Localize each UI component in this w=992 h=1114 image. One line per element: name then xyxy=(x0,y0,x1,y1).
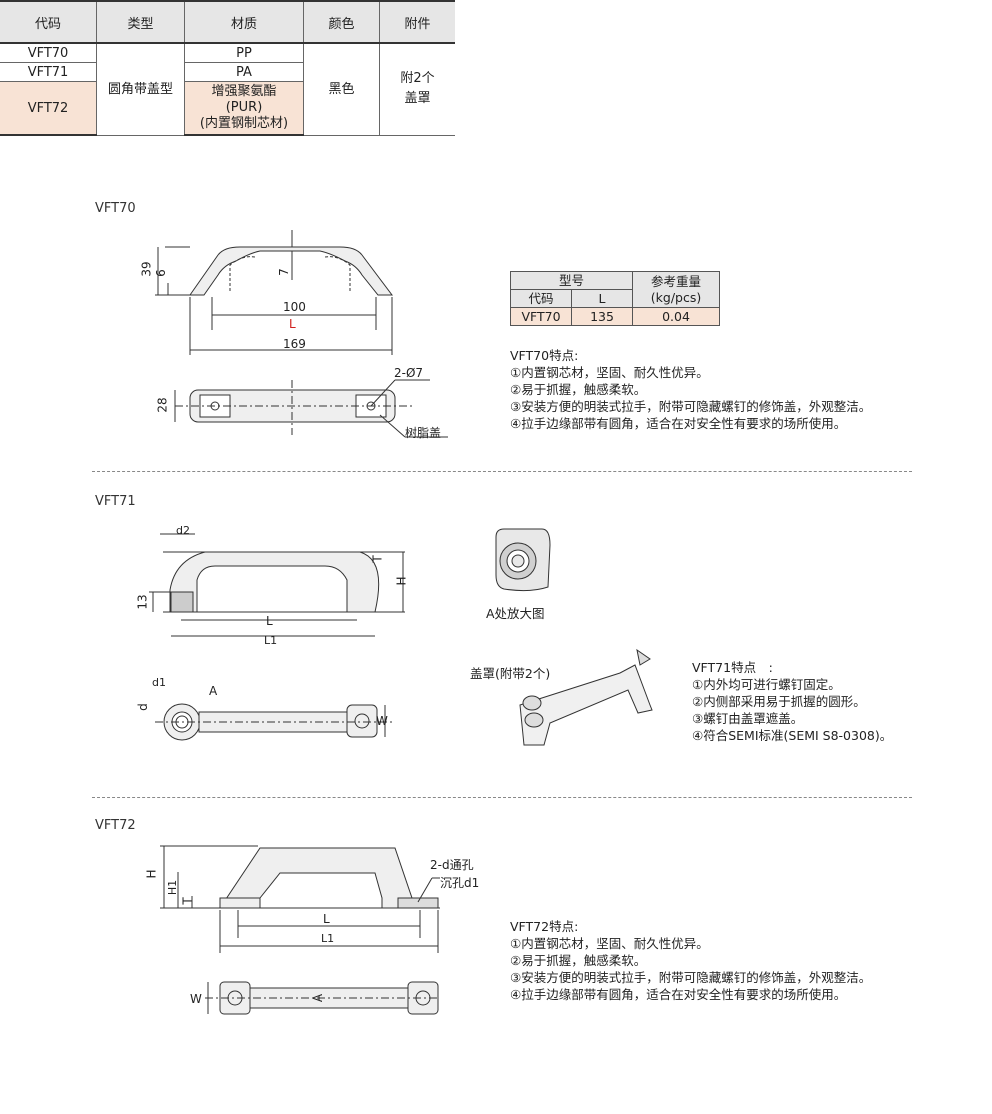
vft72-dim-W: W xyxy=(190,992,202,1006)
code-vft72: VFT72 xyxy=(0,81,97,136)
wt-weight-header-line1: 参考重量 xyxy=(650,273,701,289)
material-pp: PP xyxy=(184,42,304,63)
vft70-drawing xyxy=(155,230,448,438)
vft70-dim-28: 28 xyxy=(155,397,170,413)
vft71-dim-L1: L1 xyxy=(264,634,278,647)
header-type: 类型 xyxy=(96,0,185,44)
vft70-feature-4: ④拉手边缘部带有圆角，适合在对安全性有要求的场所使用。 xyxy=(510,416,847,431)
material-pur-line1: 增强聚氨酯 xyxy=(211,84,277,99)
vft72-feature-2: ②易于抓握，触感柔软。 xyxy=(510,953,647,968)
vft70-dim-d7: 2-Ø7 xyxy=(394,366,424,380)
wt-model-header: 型号 xyxy=(510,271,633,290)
vft72-title: VFT72 xyxy=(95,818,136,833)
vft72-dim-L: L xyxy=(323,912,330,926)
vft71-title: VFT71 xyxy=(95,494,136,509)
vft71-feature-3: ③螺钉由盖罩遮盖。 xyxy=(692,711,804,726)
vft71-detail-a-drawing xyxy=(495,528,551,592)
vft70-title: VFT70 xyxy=(95,201,136,216)
vft72-hole-label-1: 2-d通孔 xyxy=(430,858,474,872)
vft71-dim-d1: d1 xyxy=(152,676,166,689)
vft71-features: VFT71特点 : ①内外均可进行螺钉固定。 ②内侧部采用易于抓握的圆形。 ③螺… xyxy=(692,659,892,744)
vft71-feature-1: ①内外均可进行螺钉固定。 xyxy=(692,677,841,692)
vft70-resin-cover: 树脂盖 xyxy=(405,426,442,440)
header-accessory: 附件 xyxy=(379,0,455,44)
vft71-feature-2: ②内侧部采用易于抓握的圆形。 xyxy=(692,694,866,709)
wt-code-header: 代码 xyxy=(510,289,572,308)
code-vft70: VFT70 xyxy=(0,42,97,63)
vft70-dim-L: L xyxy=(289,317,296,331)
header-code: 代码 xyxy=(0,0,97,44)
vft72-feature-1: ①内置钢芯材，坚固、耐久性优异。 xyxy=(510,936,709,951)
vft71-feature-4: ④符合SEMI标准(SEMI S8-0308)。 xyxy=(692,728,893,743)
vft70-feature-3: ③安装方便的明装式拉手，附带可隐藏螺钉的修饰盖，外观整洁。 xyxy=(510,399,872,414)
wt-weight: 0.04 xyxy=(632,307,720,326)
vft72-drawing xyxy=(160,845,440,1015)
vft70-feature-1: ①内置钢芯材，坚固、耐久性优异。 xyxy=(510,365,709,380)
vft71-cover-label: 盖罩(附带2个) xyxy=(470,666,551,681)
material-pa: PA xyxy=(184,62,304,82)
vft72-feature-4: ④拉手边缘部带有圆角，适合在对安全性有要求的场所使用。 xyxy=(510,987,847,1002)
vft70-dim-6: 6 xyxy=(153,269,168,277)
vft70-feature-2: ②易于抓握，触感柔软。 xyxy=(510,382,647,397)
vft72-dim-L1: L1 xyxy=(321,932,335,945)
color-cell: 黑色 xyxy=(303,42,380,136)
vft72-hole-label-2: 沉孔d1 xyxy=(440,876,480,890)
vft72-dim-T: T xyxy=(180,897,195,905)
vft71-label-A: A xyxy=(209,684,218,698)
vft70-weight-table: 型号 参考重量 (kg/pcs) 代码 L VFT70 135 0.04 xyxy=(510,271,720,326)
material-pur-line2: (PUR) xyxy=(225,100,263,115)
divider-2 xyxy=(92,797,912,798)
vft71-features-title: VFT71特点 : xyxy=(692,660,773,675)
wt-code: VFT70 xyxy=(510,307,572,326)
vft72-dim-H1: H1 xyxy=(166,879,180,896)
vft72-features: VFT72特点: ①内置钢芯材，坚固、耐久性优异。 ②易于抓握，触感柔软。 ③安… xyxy=(510,918,871,1003)
vft70-dim-7: 7 xyxy=(276,268,291,276)
divider-1 xyxy=(92,471,912,472)
vft72-features-title: VFT72特点: xyxy=(510,919,579,934)
vft70-dim-169: 169 xyxy=(283,337,306,351)
vft71-dim-13: 13 xyxy=(135,594,150,610)
vft71-3d-drawing xyxy=(519,648,653,746)
vft70-dim-100: 100 xyxy=(283,300,306,314)
wt-l: 135 xyxy=(571,307,633,326)
code-vft71: VFT71 xyxy=(0,62,97,82)
wt-l-header: L xyxy=(571,289,633,308)
vft72-feature-3: ③安装方便的明装式拉手，附带可隐藏螺钉的修饰盖，外观整洁。 xyxy=(510,970,872,985)
material-pur: 增强聚氨酯 (PUR) (内置钢制芯材) xyxy=(184,81,304,136)
vft71-drawing xyxy=(149,533,405,741)
vft71-detail-caption: A处放大图 xyxy=(486,606,545,621)
vft70-features: VFT70特点: ①内置钢芯材，坚固、耐久性优异。 ②易于抓握，触感柔软。 ③安… xyxy=(510,347,871,432)
type-cell: 圆角带盖型 xyxy=(96,42,185,136)
accessory-line1: 附2个 xyxy=(400,71,435,87)
vft71-dim-W: W xyxy=(376,714,388,728)
material-pur-line3: (内置钢制芯材) xyxy=(199,116,289,131)
vft71-dim-d: d xyxy=(135,703,150,711)
vft71-dim-L: L xyxy=(266,614,273,628)
wt-weight-header-line2: (kg/pcs) xyxy=(650,289,702,305)
vft72-dim-H: H xyxy=(144,869,159,879)
header-color: 颜色 xyxy=(303,0,380,44)
header-material: 材质 xyxy=(184,0,304,44)
vft72-label-A: A xyxy=(311,993,326,1003)
accessory-line2: 盖罩 xyxy=(404,91,431,107)
vft70-dim-39: 39 xyxy=(139,261,154,277)
vft71-dim-H: H xyxy=(394,576,409,586)
vft70-features-title: VFT70特点: xyxy=(510,348,579,363)
vft71-dim-d2: d2 xyxy=(176,524,190,537)
wt-weight-header: 参考重量 (kg/pcs) xyxy=(632,271,720,308)
spec-table: 代码 类型 材质 颜色 附件 VFT70 圆角带盖型 PP 黑色 附2个 盖罩 … xyxy=(0,0,455,136)
accessory-cell: 附2个 盖罩 xyxy=(379,42,455,136)
vft71-dim-T: T xyxy=(370,555,385,563)
